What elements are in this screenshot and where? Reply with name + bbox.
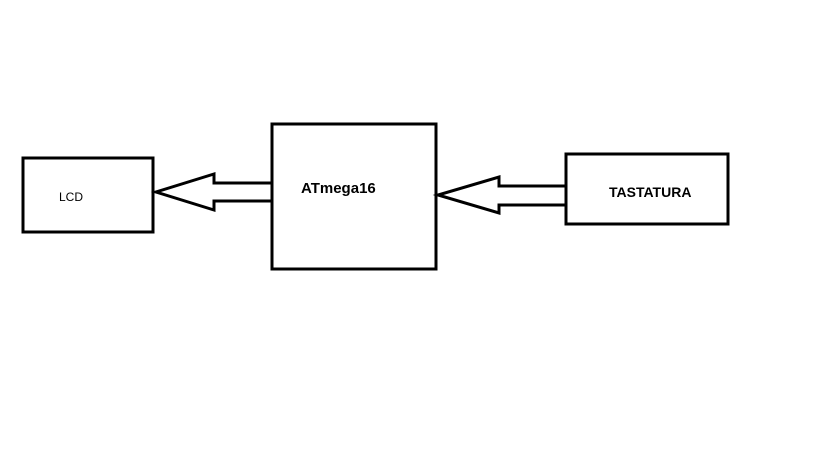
lcd-box xyxy=(21,156,155,234)
arrow-mcu-to-lcd xyxy=(150,171,271,213)
mcu-label: ATmega16 xyxy=(301,180,376,197)
mcu-box xyxy=(270,122,438,271)
lcd-block: LCD xyxy=(21,156,155,234)
arrow-keyboard-to-mcu xyxy=(432,174,565,216)
keyboard-box xyxy=(564,152,730,226)
keyboard-block: TASTATURA xyxy=(564,152,730,226)
mcu-block: ATmega16 xyxy=(270,122,438,271)
keyboard-label: TASTATURA xyxy=(609,184,691,200)
lcd-label: LCD xyxy=(59,190,83,204)
